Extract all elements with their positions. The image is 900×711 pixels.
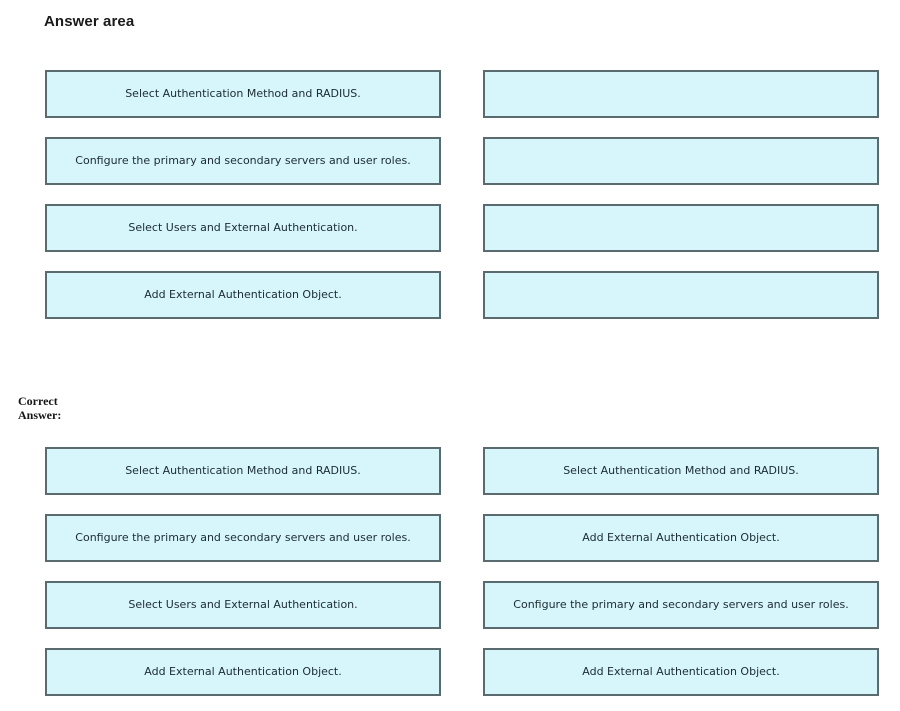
correct-answer-label-line1: Correct: [18, 394, 58, 408]
answer-drop-target[interactable]: [483, 70, 879, 118]
correct-answer-target-column: Select Authentication Method and RADIUS.…: [483, 447, 879, 696]
answer-option-box[interactable]: Select Authentication Method and RADIUS.: [45, 70, 441, 118]
answer-option-label: Select Authentication Method and RADIUS.: [125, 87, 361, 100]
answer-option-box[interactable]: Select Users and External Authentication…: [45, 204, 441, 252]
answer-area-target-column: [483, 70, 879, 319]
correct-answer-option-box[interactable]: Select Authentication Method and RADIUS.: [45, 447, 441, 495]
answer-area-source-column: Select Authentication Method and RADIUS.…: [45, 70, 441, 319]
correct-answer-filled-box[interactable]: Add External Authentication Object.: [483, 514, 879, 562]
correct-answer-filled-box[interactable]: Configure the primary and secondary serv…: [483, 581, 879, 629]
correct-answer-option-label: Select Users and External Authentication…: [128, 598, 358, 611]
correct-answer-option-box[interactable]: Add External Authentication Object.: [45, 648, 441, 696]
correct-answer-grid: Select Authentication Method and RADIUS.…: [0, 447, 900, 697]
answer-drop-target[interactable]: [483, 204, 879, 252]
correct-answer-filled-label: Select Authentication Method and RADIUS.: [563, 464, 799, 477]
correct-answer-label: Correct Answer:: [18, 394, 108, 422]
answer-option-box[interactable]: Add External Authentication Object.: [45, 271, 441, 319]
correct-answer-option-box[interactable]: Select Users and External Authentication…: [45, 581, 441, 629]
answer-area-grid: Select Authentication Method and RADIUS.…: [0, 70, 900, 320]
answer-drop-target[interactable]: [483, 137, 879, 185]
correct-answer-option-label: Add External Authentication Object.: [144, 665, 342, 678]
correct-answer-label-line2: Answer:: [18, 408, 62, 422]
correct-answer-filled-box[interactable]: Add External Authentication Object.: [483, 648, 879, 696]
correct-answer-option-box[interactable]: Configure the primary and secondary serv…: [45, 514, 441, 562]
correct-answer-option-label: Configure the primary and secondary serv…: [75, 531, 411, 544]
answer-option-label: Select Users and External Authentication…: [128, 221, 358, 234]
correct-answer-filled-label: Configure the primary and secondary serv…: [513, 598, 849, 611]
answer-option-label: Configure the primary and secondary serv…: [75, 154, 411, 167]
answer-option-box[interactable]: Configure the primary and secondary serv…: [45, 137, 441, 185]
correct-answer-source-column: Select Authentication Method and RADIUS.…: [45, 447, 441, 696]
correct-answer-option-label: Select Authentication Method and RADIUS.: [125, 464, 361, 477]
correct-answer-filled-label: Add External Authentication Object.: [582, 531, 780, 544]
answer-option-label: Add External Authentication Object.: [144, 288, 342, 301]
correct-answer-filled-label: Add External Authentication Object.: [582, 665, 780, 678]
answer-drop-target[interactable]: [483, 271, 879, 319]
correct-answer-filled-box[interactable]: Select Authentication Method and RADIUS.: [483, 447, 879, 495]
page-title: Answer area: [44, 13, 135, 30]
